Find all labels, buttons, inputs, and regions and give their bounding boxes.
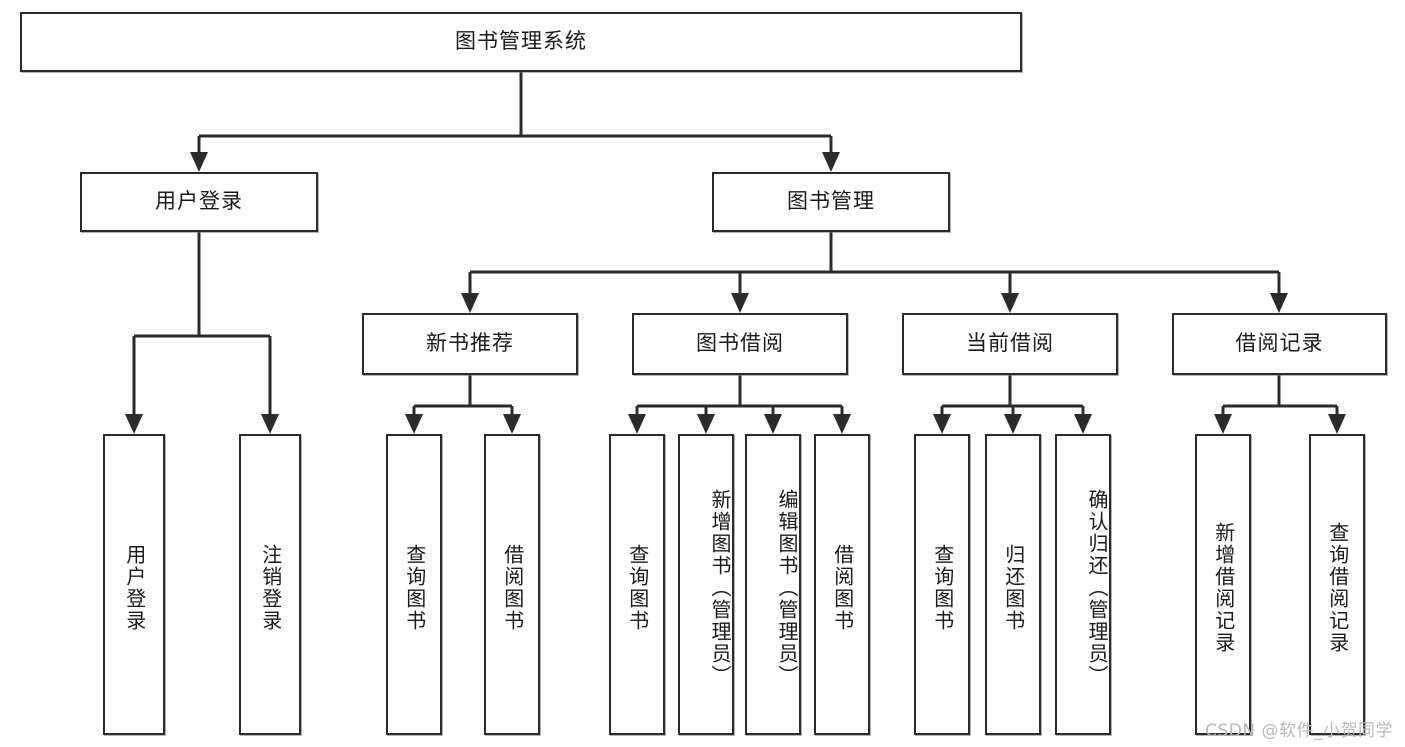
node-level2-2[interactable]: 当前借阅 [902, 313, 1118, 375]
node-leaf-10[interactable]: 确认归还（管理员） [1055, 434, 1111, 735]
arrow-login-leaf-0-head [125, 414, 143, 434]
node-leaf-12[interactable]: 查询借阅记录 [1309, 434, 1365, 735]
node-leaf-9-label: 归还图书 [1001, 543, 1026, 632]
arrow-root-child-0-head [190, 152, 208, 172]
arrow-group-2-leaf-2-head [1074, 414, 1092, 434]
node-leaf-0[interactable]: 用户登录 [103, 434, 165, 735]
arrow-manage-child-0-head [461, 293, 479, 313]
node-leaf-0-label: 用户登录 [122, 543, 147, 632]
arrow-manage-child-2-head [1001, 293, 1019, 313]
node-leaf-11[interactable]: 新增借阅记录 [1195, 434, 1251, 735]
watermark-text: CSDN @软件_小贺同学 [1205, 721, 1393, 741]
node-level2-1-label: 图书借阅 [696, 331, 784, 356]
node-root-system[interactable]: 图书管理系统 [20, 12, 1022, 72]
arrow-group-1-leaf-0-head [628, 414, 646, 434]
node-leaf-6[interactable]: 编辑图书（管理员） [745, 434, 801, 735]
node-level1-1[interactable]: 图书管理 [712, 172, 950, 232]
arrow-group-2-leaf-1-head [1004, 414, 1022, 434]
arrow-group-1-leaf-2-head [764, 414, 782, 434]
node-leaf-1[interactable]: 注销登录 [239, 434, 301, 735]
node-level1-0[interactable]: 用户登录 [80, 172, 318, 232]
node-level1-1-label: 图书管理 [787, 189, 875, 214]
arrow-manage-child-1-head [731, 293, 749, 313]
node-level2-1[interactable]: 图书借阅 [632, 313, 848, 375]
node-leaf-4[interactable]: 查询图书 [609, 434, 665, 735]
arrow-group-3-leaf-0-head [1214, 414, 1232, 434]
node-level2-3[interactable]: 借阅记录 [1172, 313, 1387, 375]
node-level2-3-label: 借阅记录 [1235, 331, 1324, 356]
node-root-system-label: 图书管理系统 [455, 29, 587, 54]
node-leaf-4-label: 查询图书 [625, 543, 650, 632]
node-level1-0-label: 用户登录 [155, 189, 243, 214]
node-leaf-8-label: 查询图书 [930, 543, 955, 632]
node-leaf-7-label: 借阅图书 [830, 543, 855, 632]
arrow-group-3-leaf-1-head [1328, 414, 1346, 434]
node-leaf-11-label: 新增借阅记录 [1211, 521, 1236, 654]
arrow-group-0-leaf-1-head [503, 414, 521, 434]
node-leaf-9[interactable]: 归还图书 [985, 434, 1041, 735]
node-leaf-8[interactable]: 查询图书 [914, 434, 970, 735]
node-leaf-12-label: 查询借阅记录 [1325, 521, 1350, 654]
node-leaf-7[interactable]: 借阅图书 [814, 434, 870, 735]
arrow-group-2-leaf-0-head [933, 414, 951, 434]
node-leaf-6-label: 编辑图书（管理员） [775, 488, 799, 687]
node-leaf-2[interactable]: 查询图书 [386, 434, 442, 735]
node-leaf-10-label: 确认归还（管理员） [1085, 488, 1109, 687]
node-level2-2-label: 当前借阅 [966, 331, 1054, 356]
arrow-login-leaf-1-head [261, 414, 279, 434]
node-leaf-1-label: 注销登录 [258, 543, 283, 632]
arrow-root-child-1-head [822, 152, 840, 172]
node-leaf-5[interactable]: 新增图书（管理员） [678, 434, 734, 735]
arrow-manage-child-3-head [1270, 293, 1288, 313]
node-leaf-3-label: 借阅图书 [500, 543, 525, 632]
node-leaf-3[interactable]: 借阅图书 [484, 434, 540, 735]
arrow-group-0-leaf-0-head [405, 414, 423, 434]
node-level2-0[interactable]: 新书推荐 [362, 313, 578, 375]
arrow-group-1-leaf-3-head [833, 414, 851, 434]
arrow-group-1-leaf-1-head [697, 414, 715, 434]
node-leaf-5-label: 新增图书（管理员） [708, 488, 732, 687]
node-level2-0-label: 新书推荐 [426, 331, 514, 356]
node-leaf-2-label: 查询图书 [402, 543, 427, 632]
